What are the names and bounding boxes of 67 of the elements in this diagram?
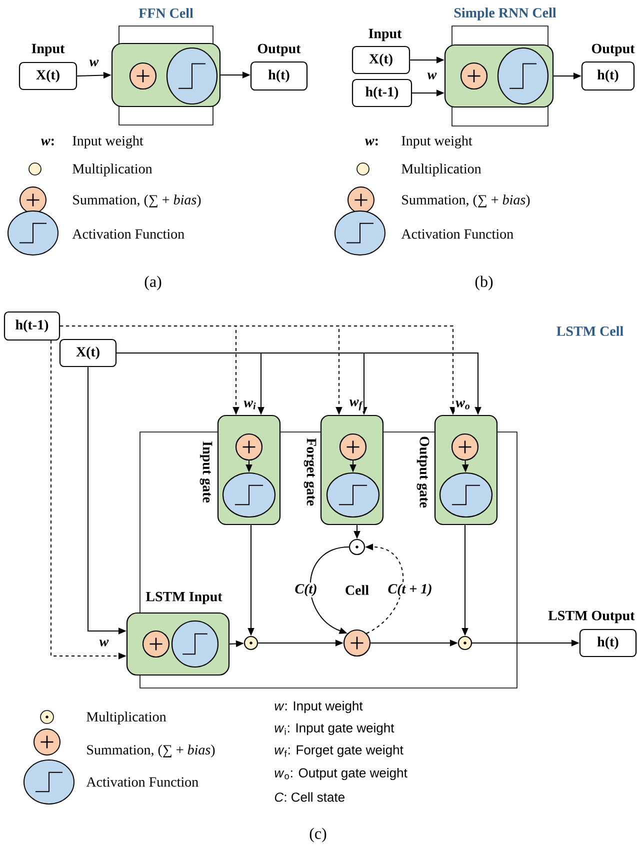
summation-circle (460, 62, 488, 90)
activation-ellipse (171, 620, 219, 668)
caption: (c) (310, 828, 326, 842)
label: Input weight (72, 136, 144, 148)
legend-text: Multiplication (72, 164, 152, 176)
legend-text: C: Cell state (274, 792, 344, 802)
legend-text: w$_{i}$: Input gate weight (274, 722, 394, 736)
legend-text: Activation Function (401, 229, 514, 239)
box-heading: FFN Cell (138, 8, 194, 18)
box-heading: LSTM Output (548, 610, 635, 624)
edge-label: w$_{o}$ (454, 400, 472, 410)
activation-ellipse (439, 472, 493, 518)
box-heading: LSTM Input (146, 592, 222, 604)
summation-circle (339, 433, 367, 461)
signal-box: h(t-1) (4, 311, 60, 341)
curved-arrow (310, 546, 350, 634)
summation-circle (451, 433, 479, 461)
legend-text: Activation Function (86, 777, 198, 787)
edge-label: w (98, 638, 110, 648)
signal-box: X(t) (352, 46, 410, 74)
legend-text: w: Input weight (274, 700, 363, 714)
legend-text: Multiplication (86, 712, 166, 724)
summation-circle (235, 433, 263, 461)
legend-text: w$_{f}$: Forget gate weight (274, 744, 404, 758)
edge-label: C(t) (294, 582, 318, 598)
gate-label: Forget gate (304, 438, 316, 506)
activation-ellipse (222, 472, 276, 518)
title: LSTM Cell (556, 326, 624, 336)
signal-box: h(t) (250, 61, 308, 91)
box-heading: Input (368, 28, 402, 42)
activation-ellipse (497, 47, 549, 105)
signal-box: h(t) (579, 628, 637, 658)
label: w: (364, 138, 378, 146)
gate-label: Output gate (416, 436, 430, 508)
activation-ellipse (166, 47, 218, 105)
caption: (b) (475, 276, 493, 290)
legend-text: Activation Function (72, 229, 184, 239)
multiplication-circle (458, 636, 472, 650)
signal-box: h(t-1) (352, 78, 412, 108)
signal-box: X(t) (18, 62, 78, 90)
caption: (a) (144, 276, 162, 290)
box-heading: Output (592, 44, 635, 56)
edge-label: w$_{f}$ (348, 398, 364, 412)
edge-label: C(t + 1) (386, 582, 434, 598)
box-heading: Input (32, 44, 65, 56)
summation-circle (142, 630, 170, 658)
summation-circle (343, 629, 371, 657)
label: w: (41, 138, 54, 146)
legend-text: w$_{o}$: Output gate weight (274, 768, 408, 780)
activation-ellipse (326, 472, 380, 518)
signal-box: X(t) (59, 338, 117, 368)
legend-text: Summation, (∑ + bias) (73, 194, 201, 208)
edge-label: w (426, 72, 438, 80)
edge-label: w (88, 58, 100, 68)
label: Cell (346, 585, 369, 595)
box-heading: Output (258, 44, 301, 56)
legend-text: Multiplication (402, 164, 482, 176)
legend-text: Summation, (∑ + bias) (402, 194, 530, 208)
multiplication-circle (348, 538, 366, 556)
label: Input weight (402, 136, 472, 148)
gate-label: Input gate (200, 442, 212, 503)
box-heading: Simple RNN Cell (454, 8, 556, 20)
multiplication-circle (244, 636, 258, 650)
signal-box: h(t) (581, 61, 635, 91)
edge-label: w$_{i}$ (242, 400, 258, 410)
legend-text: Summation, (∑ + bias) (87, 744, 215, 758)
summation-circle (129, 62, 157, 90)
